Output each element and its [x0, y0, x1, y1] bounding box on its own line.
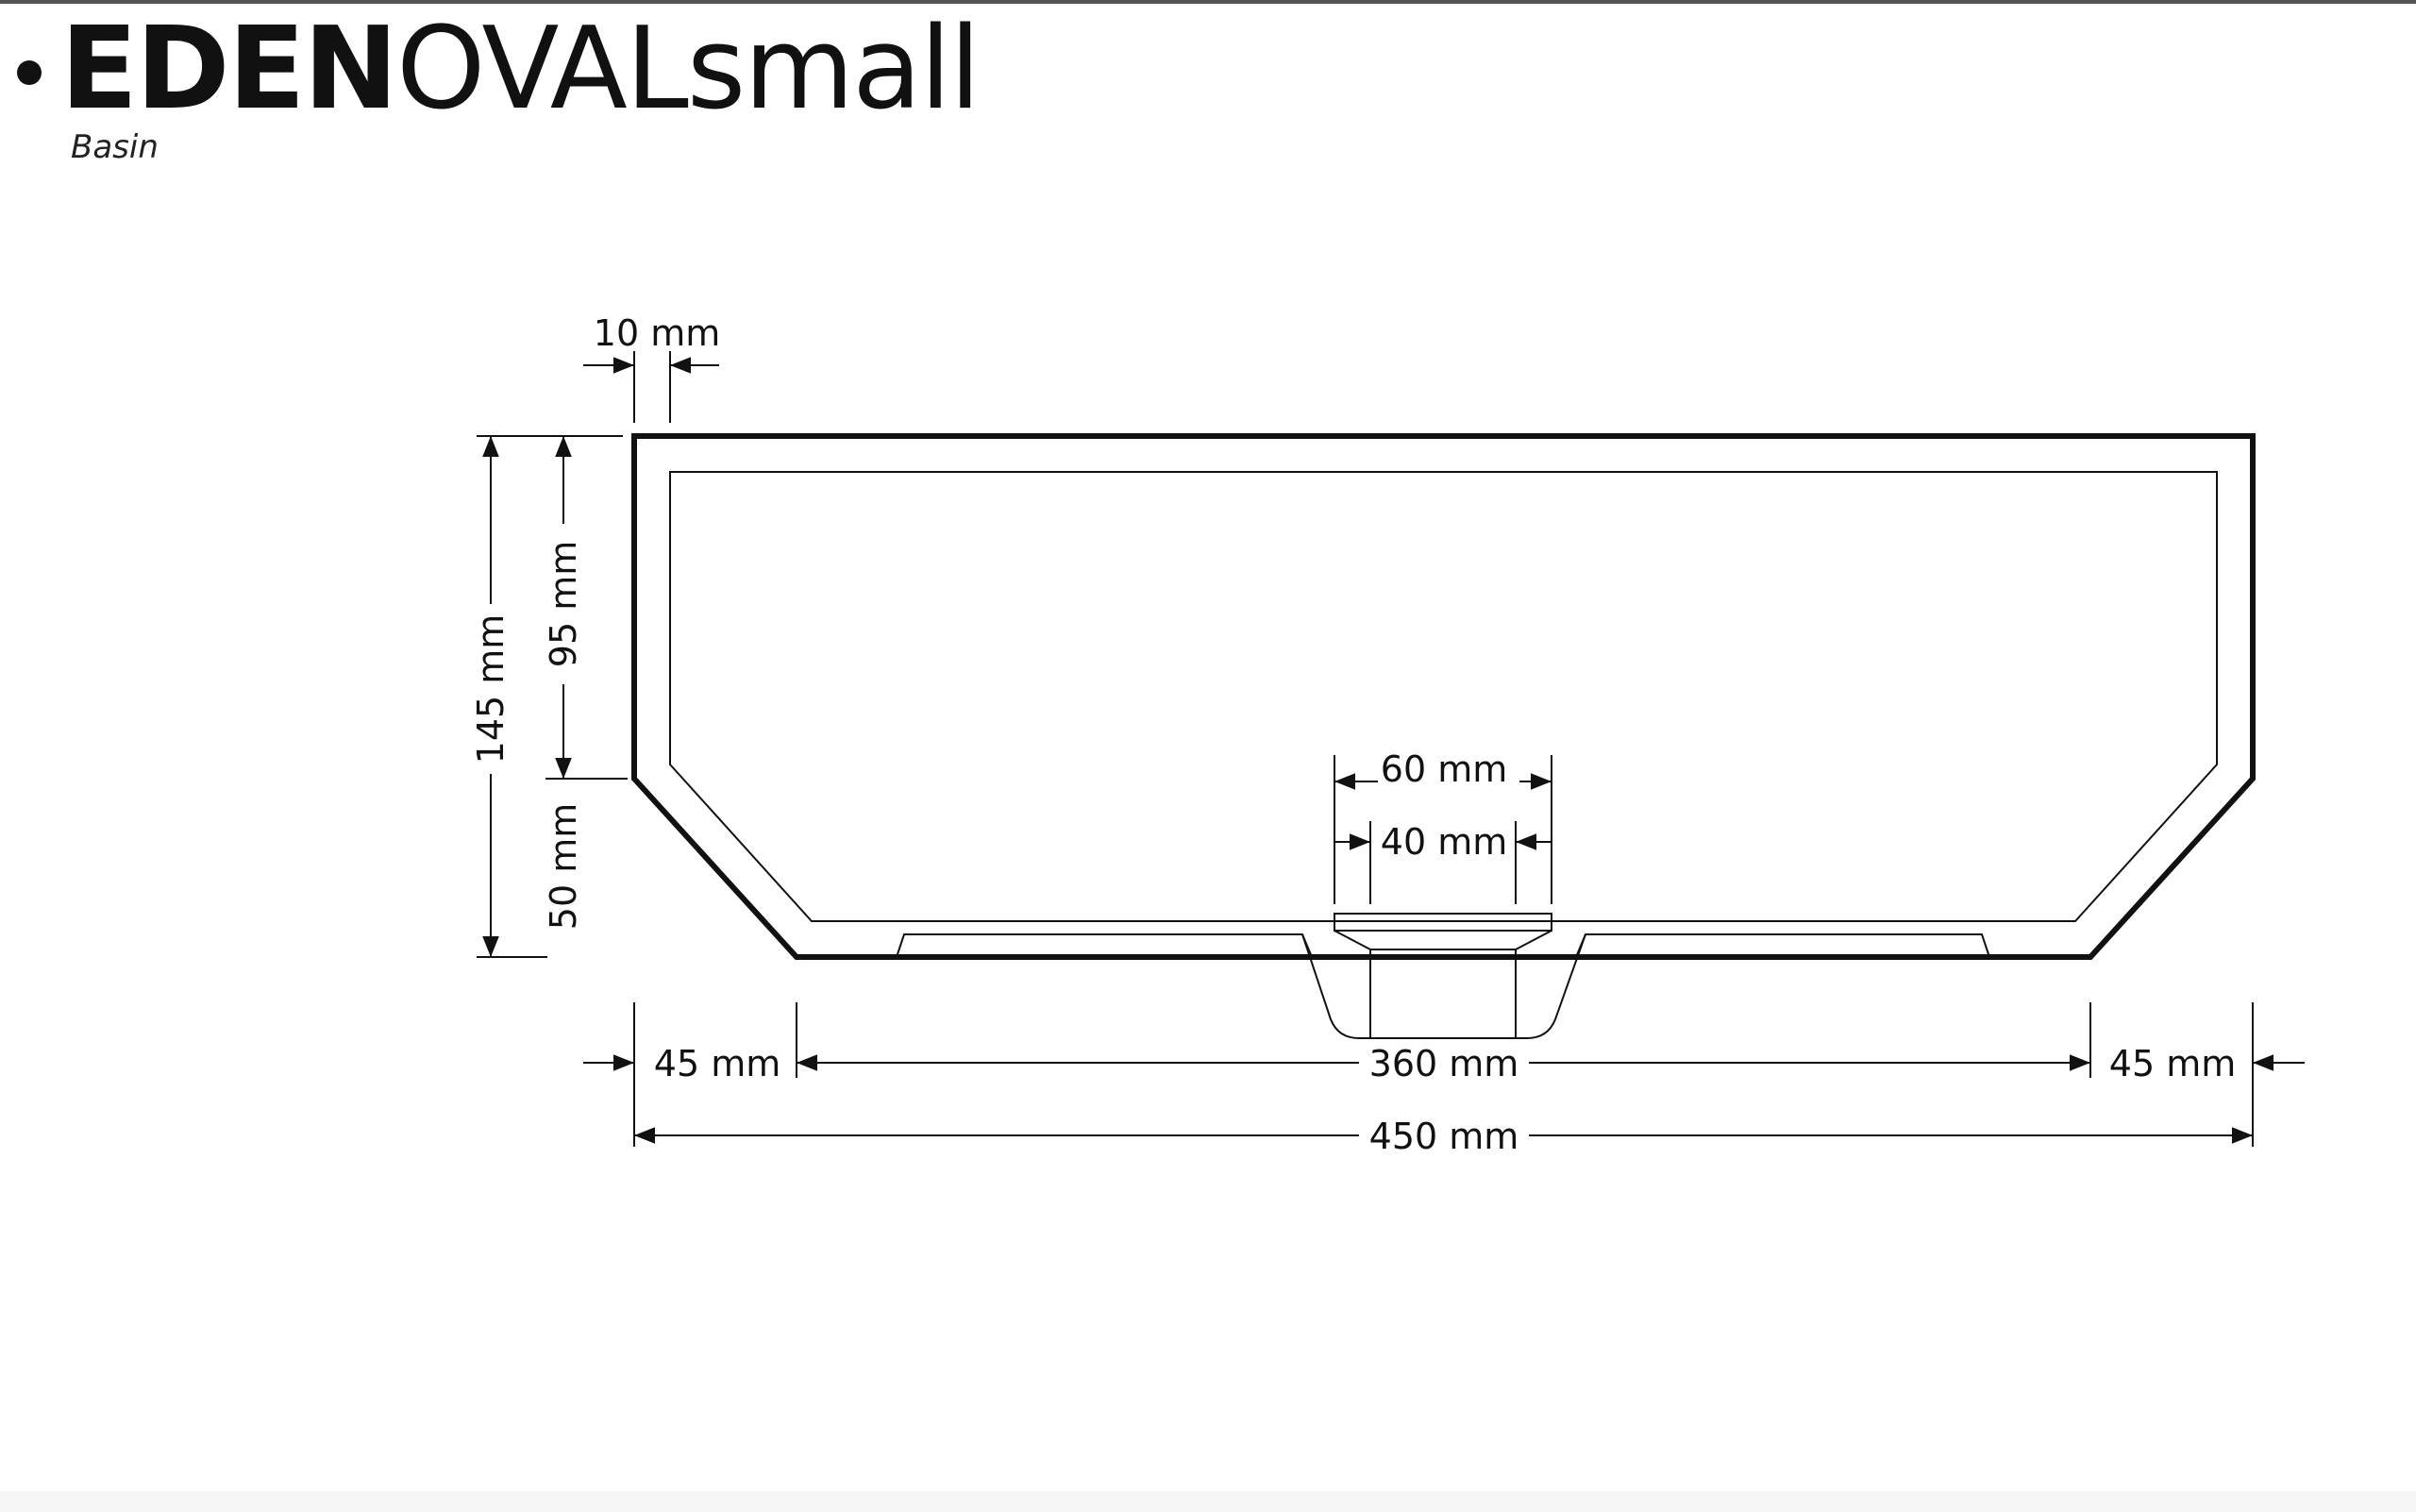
dim-drain-inner: 40 mm	[1334, 821, 1552, 904]
right-foot-recess	[1575, 933, 1990, 958]
dim-rim-thickness: 10 mm	[583, 312, 720, 423]
dim-total-width: 450 mm	[634, 1116, 2253, 1157]
product-title: EDENOVALsmall	[60, 13, 981, 126]
dim-base-width: 360 mm	[797, 1043, 2090, 1084]
dim-total-height: 145 mm	[470, 435, 623, 958]
title-part-small: small	[686, 4, 982, 135]
left-foot-recess	[896, 933, 1313, 958]
basin-outer-outline	[631, 433, 2256, 960]
dim-rim-thickness-label: 10 mm	[594, 312, 720, 354]
title-part-oval: OVAL	[395, 4, 689, 135]
basin-inner-outline	[669, 471, 2218, 922]
drain-fitting	[1301, 913, 1586, 1039]
dim-left-offset-label: 45 mm	[654, 1043, 780, 1084]
dim-left-offset: 45 mm	[583, 1043, 780, 1084]
dim-total-height-label: 145 mm	[470, 614, 512, 764]
dim-total-width-label: 450 mm	[1369, 1116, 1519, 1157]
product-subtitle: Basin	[71, 128, 159, 166]
title-part-eden: EDEN	[60, 4, 398, 135]
dim-drain-outer: 60 mm	[1334, 748, 1552, 904]
title-row: EDENOVALsmall	[17, 13, 981, 126]
dim-right-offset: 45 mm	[2109, 1043, 2305, 1084]
dim-drain-inner-label: 40 mm	[1381, 821, 1507, 863]
top-rule	[0, 0, 2416, 4]
dim-bowl-depth: 95 mm	[543, 436, 628, 780]
bottom-strip	[0, 1491, 2416, 1512]
bullet-icon	[17, 60, 42, 85]
dim-drain-outer-label: 60 mm	[1381, 748, 1507, 790]
dim-bowl-depth-label: 95 mm	[543, 541, 584, 667]
dim-right-offset-label: 45 mm	[2109, 1043, 2236, 1084]
dim-base-width-label: 360 mm	[1369, 1043, 1519, 1084]
dim-base-height-label: 50 mm	[543, 803, 584, 930]
